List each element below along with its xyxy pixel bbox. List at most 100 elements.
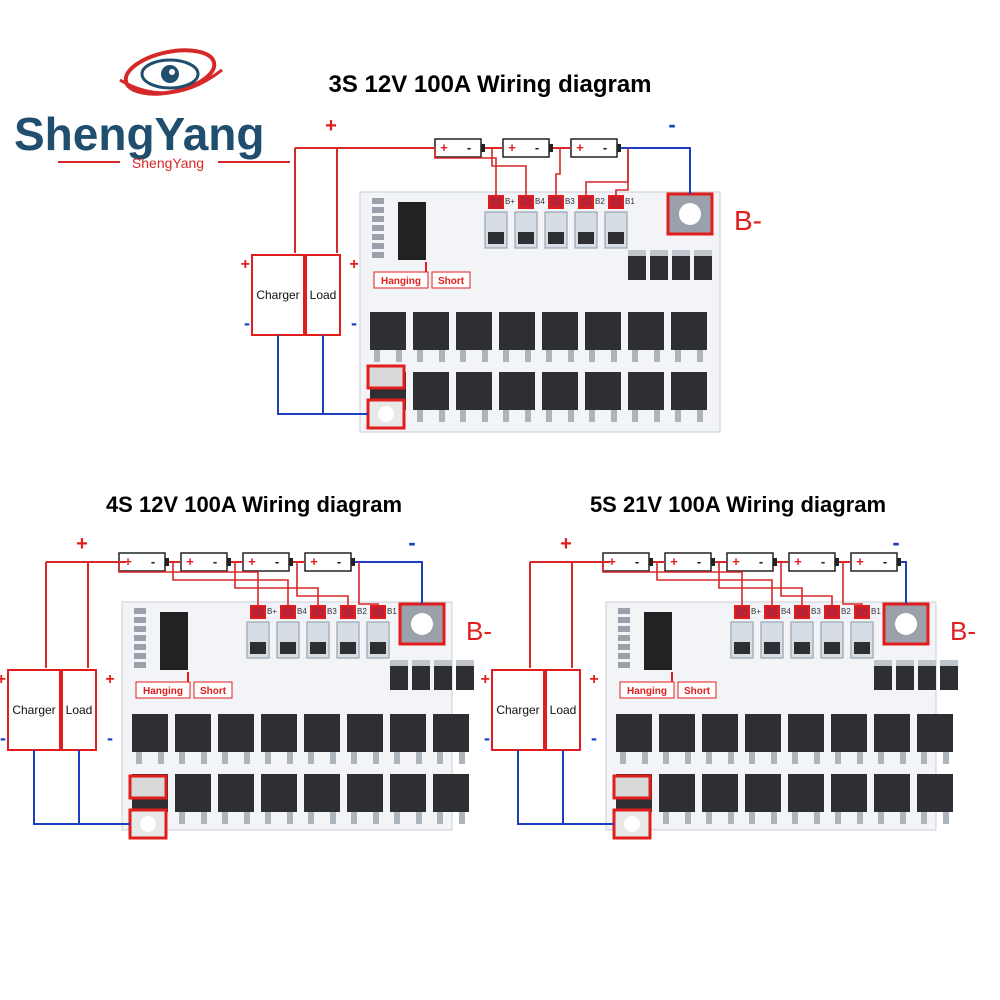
- tap-pad: [794, 605, 810, 619]
- eye-emblem-icon: [119, 48, 223, 96]
- mosfet-pin: [568, 350, 574, 362]
- mosfet: [628, 372, 664, 410]
- pack-minus-label: -: [892, 530, 899, 555]
- battery-cell-plus: +: [248, 554, 256, 569]
- diode-band: [694, 250, 712, 256]
- battery-cell-plus: +: [186, 554, 194, 569]
- diode: [918, 660, 936, 690]
- pin-pad: [372, 225, 384, 231]
- load-minus: -: [107, 728, 113, 748]
- b-minus-hole: [895, 613, 917, 635]
- p-minus-pad-top: [128, 774, 168, 800]
- b-minus-pad: [882, 602, 930, 646]
- diode-band: [434, 660, 452, 666]
- battery-cell-minus: -: [213, 554, 217, 569]
- short-label-box: [193, 681, 233, 699]
- pin-pad: [372, 252, 384, 258]
- mosfet-pin: [654, 410, 660, 422]
- mosfet-pin: [308, 752, 314, 764]
- mosfet-pin: [943, 752, 949, 764]
- tap-pad: [488, 195, 504, 209]
- short-label-box: [677, 681, 717, 699]
- battery-cell-minus: -: [603, 140, 607, 155]
- mosfet: [659, 714, 695, 752]
- mosfet-pin: [728, 812, 734, 824]
- p-minus-hole: [140, 816, 156, 832]
- battery-cell-terminal: [617, 144, 621, 152]
- brand-name: ShengYang: [14, 108, 264, 160]
- brand-logo: ShengYang ShengYang: [0, 40, 340, 190]
- mosfet: [261, 774, 297, 812]
- mosfet-pin: [857, 812, 863, 824]
- mosfet-pin: [201, 812, 207, 824]
- mosfet-pin: [921, 752, 927, 764]
- tap-label: B+: [505, 197, 515, 206]
- b-minus-label: B-: [950, 616, 976, 646]
- battery-cell-plus: +: [124, 554, 132, 569]
- mosfet-pin: [697, 410, 703, 422]
- mosfet-pin: [287, 812, 293, 824]
- mosfet-pin: [503, 410, 509, 422]
- mosfet-pin: [394, 752, 400, 764]
- mosfet: [671, 372, 707, 410]
- mosfet-pin: [351, 752, 357, 764]
- mosfet-pin: [749, 812, 755, 824]
- battery-cell-terminal: [711, 558, 715, 566]
- mosfet: [390, 774, 426, 812]
- diode: [412, 660, 430, 690]
- mosfet-pin: [265, 752, 271, 764]
- diode-band: [628, 250, 646, 256]
- mosfet-pin: [900, 812, 906, 824]
- pin-pad: [618, 617, 630, 623]
- hanging-label-box: [135, 681, 191, 699]
- mosfet-pin: [373, 812, 379, 824]
- mosfet-pin: [396, 350, 402, 362]
- mosfet: [659, 774, 695, 812]
- mosfet: [874, 714, 910, 752]
- mosfet-pin: [697, 350, 703, 362]
- mosfet-pin: [943, 812, 949, 824]
- mosfet: [542, 372, 578, 410]
- mosfet: [433, 714, 469, 752]
- mosfet-pin: [663, 752, 669, 764]
- tap-label: B4: [535, 197, 545, 206]
- tap-pad: [340, 605, 356, 619]
- mosfet: [585, 312, 621, 350]
- mosfet: [261, 714, 297, 752]
- balance-chip: [488, 232, 504, 244]
- tap-pad: [734, 605, 750, 619]
- load-plus: +: [349, 256, 358, 273]
- diode-band: [918, 660, 936, 666]
- mosfet-pin: [921, 812, 927, 824]
- mosfet-pin: [373, 752, 379, 764]
- battery-cell-minus: -: [467, 140, 471, 155]
- charger-minus: -: [244, 313, 250, 333]
- load-label: Load: [310, 288, 337, 302]
- load-box: [305, 254, 341, 336]
- battery-cell-plus: +: [576, 140, 584, 155]
- mosfet: [788, 714, 824, 752]
- tap-label: B3: [811, 607, 821, 616]
- balance-chip: [734, 642, 750, 654]
- pack-minus-wire: [621, 147, 691, 194]
- mosfet-pin: [417, 410, 423, 422]
- short-label: Short: [684, 686, 711, 697]
- mosfet-pin: [179, 812, 185, 824]
- diode: [390, 660, 408, 690]
- load-plus: +: [105, 671, 114, 688]
- battery-cell-plus: +: [508, 140, 516, 155]
- charger-plus: +: [241, 256, 250, 273]
- mosfet: [831, 774, 867, 812]
- hanging-label: Hanging: [143, 686, 183, 697]
- load-minus: -: [591, 728, 597, 748]
- charger-plus: +: [0, 671, 6, 688]
- mosfet-pin: [611, 410, 617, 422]
- pack-plus-label: +: [76, 533, 88, 555]
- charger-box: [251, 254, 305, 336]
- mosfet: [456, 372, 492, 410]
- mosfet-pin: [835, 752, 841, 764]
- balance-lead-wire: [358, 562, 379, 606]
- mosfet-pin: [900, 752, 906, 764]
- mosfet-pin: [675, 350, 681, 362]
